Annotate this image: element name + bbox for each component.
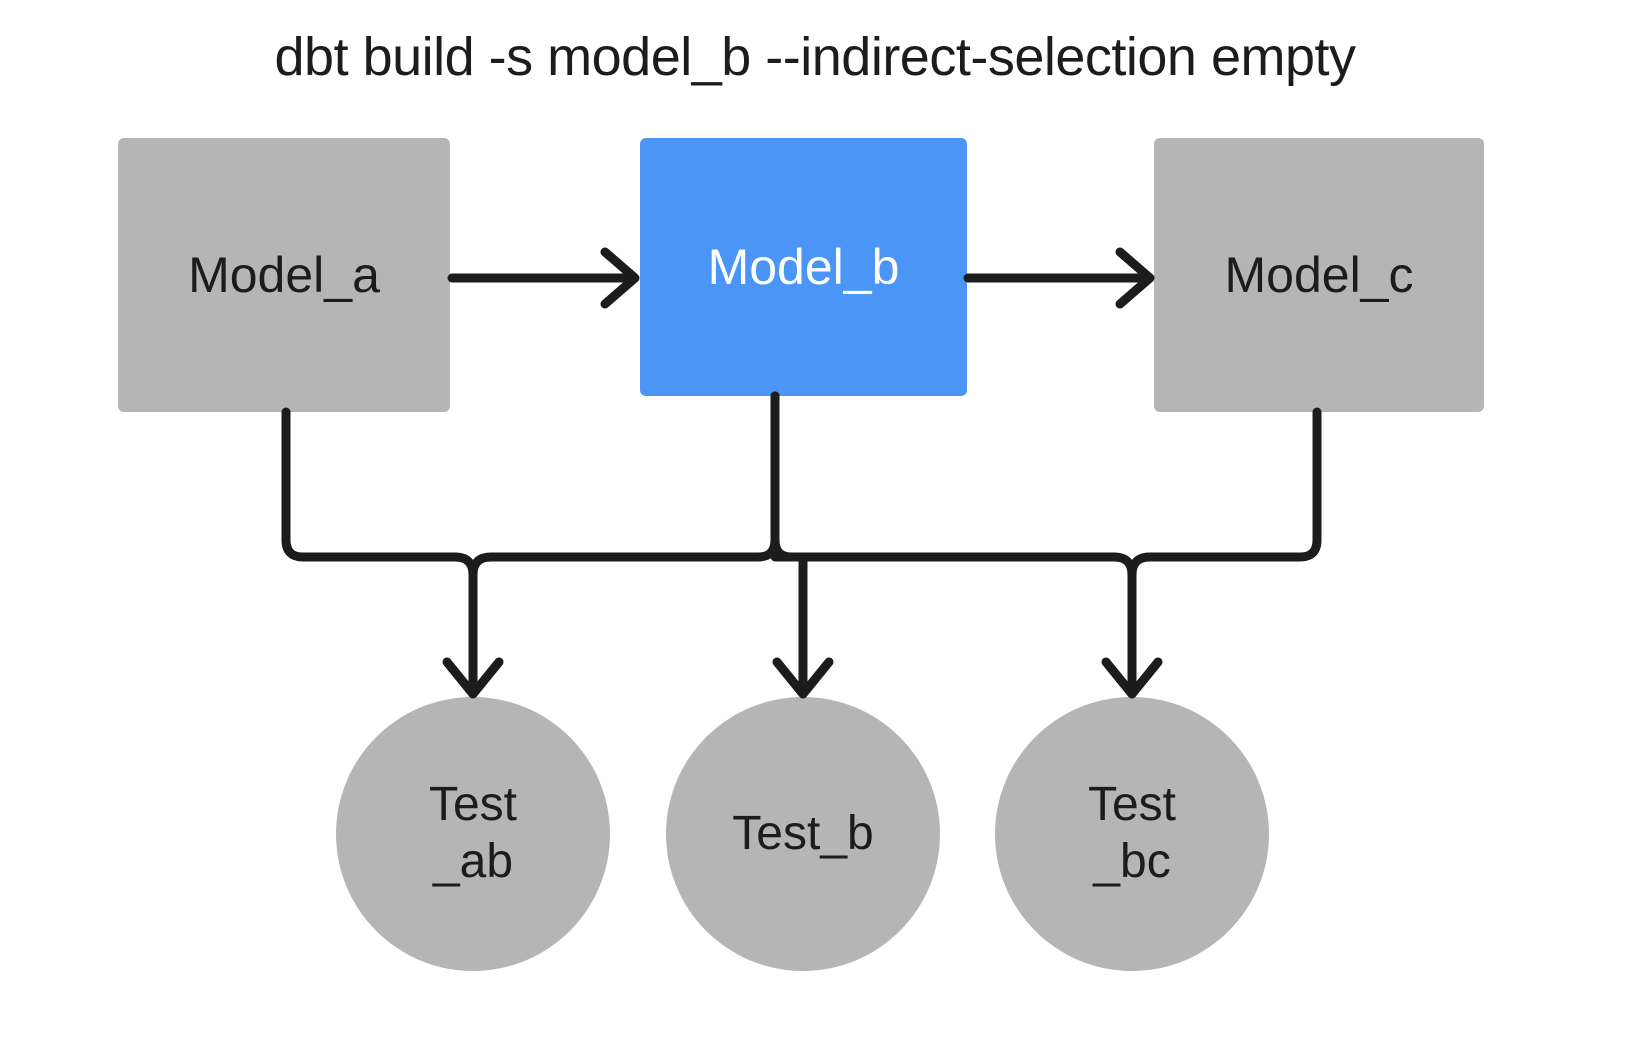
edge-model-c-test-bc <box>1127 407 1322 580</box>
arrowhead-icon <box>1115 247 1155 309</box>
edge-model-b-test-ab <box>468 391 780 580</box>
edge-model-b-test-bc <box>770 552 1163 699</box>
node-test-b[interactable] <box>666 697 940 971</box>
edge-model-a-model-b <box>447 247 640 309</box>
arrowhead-icon <box>1101 657 1163 699</box>
edge-model-b-test-b <box>770 391 834 699</box>
arrowhead-icon <box>442 657 504 699</box>
diagram-title: dbt build -s model_b --indirect-selectio… <box>274 27 1357 87</box>
node-model-b[interactable] <box>640 138 967 396</box>
node-test-ab[interactable] <box>336 697 610 971</box>
node-model-a[interactable] <box>118 138 450 412</box>
node-test-bc[interactable] <box>995 697 1269 971</box>
edge-model-b-model-c <box>963 247 1155 309</box>
node-model-c[interactable] <box>1154 138 1484 412</box>
edge-model-a-test-ab <box>281 407 504 699</box>
arrowhead-icon <box>772 657 834 699</box>
arrowhead-icon <box>600 247 640 309</box>
